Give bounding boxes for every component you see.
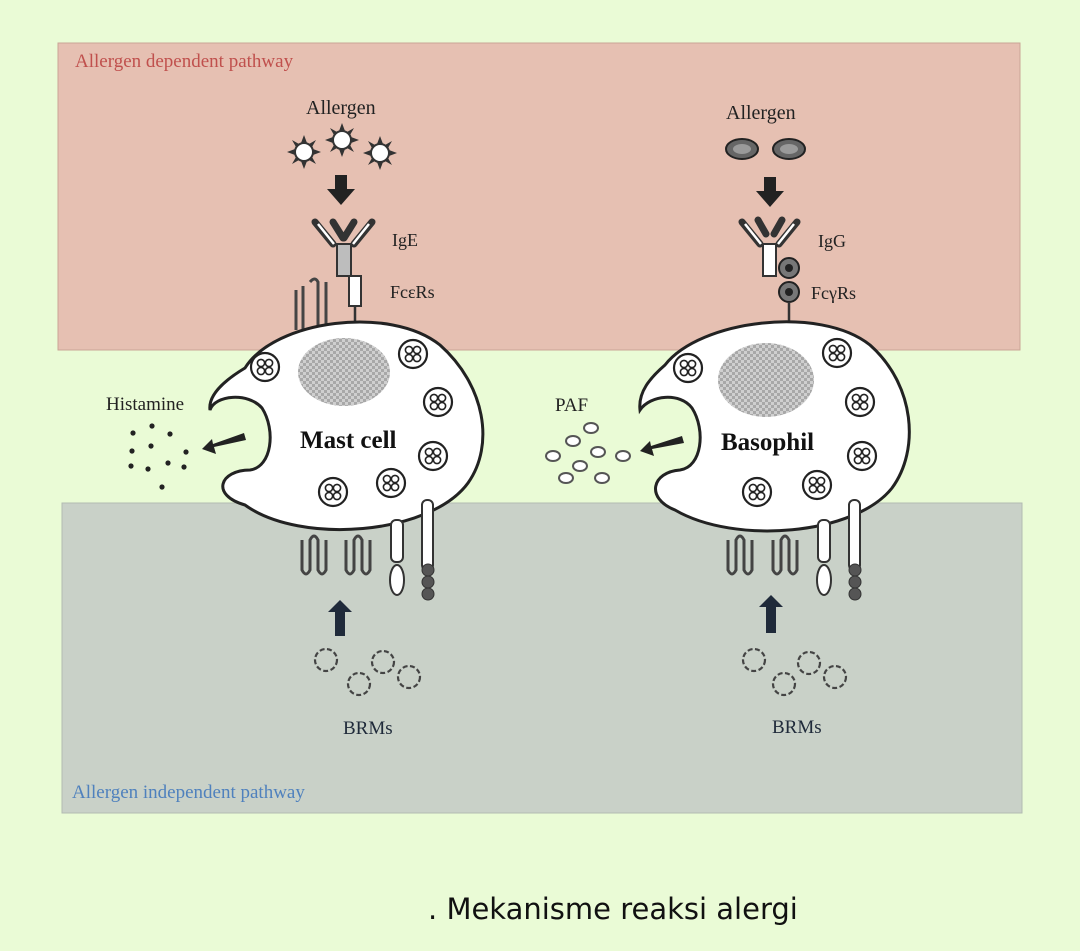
histamine-label: Histamine bbox=[106, 394, 184, 415]
bottom-panel-label: Allergen independent pathway bbox=[72, 782, 305, 803]
basophil-body bbox=[638, 320, 911, 533]
right-up-arrow-icon bbox=[759, 595, 783, 633]
left-up-arrow-icon bbox=[328, 600, 352, 636]
right-down-arrow-icon bbox=[756, 177, 784, 207]
caption-text: Mekanisme reaksi alergi bbox=[446, 892, 798, 926]
mast-cell-label: Mast cell bbox=[300, 427, 397, 454]
igg-allergen-icon bbox=[725, 138, 806, 160]
paf-release-arrow-icon bbox=[640, 436, 684, 456]
caption-bullet: . bbox=[428, 892, 438, 926]
right-allergen-label: Allergen bbox=[726, 102, 796, 124]
left-down-arrow-icon bbox=[327, 175, 355, 205]
left-receptor-label: FcεRs bbox=[390, 282, 435, 302]
histamine-dots-icon bbox=[128, 423, 189, 490]
left-brms-label: BRMs bbox=[343, 718, 393, 739]
allergen-dependent-panel bbox=[57, 42, 1021, 351]
paf-particles-icon bbox=[545, 422, 631, 484]
basophil-nucleus bbox=[718, 343, 814, 417]
right-antibody-label: IgG bbox=[818, 231, 846, 251]
top-panel-label: Allergen dependent pathway bbox=[75, 51, 294, 72]
basophil-label: Basophil bbox=[721, 429, 814, 456]
left-brm-receptors-icon bbox=[300, 499, 435, 601]
right-brms-label: BRMs bbox=[772, 717, 822, 738]
igg-antibody-icon bbox=[738, 216, 801, 277]
paf-label: PAF bbox=[555, 395, 588, 416]
left-antibody-label: IgE bbox=[392, 230, 418, 250]
fcgr-receptor-icon bbox=[778, 257, 800, 330]
ige-antibody-icon bbox=[311, 218, 376, 277]
right-receptor-label: FcγRs bbox=[811, 283, 856, 303]
histamine-release-arrow-icon bbox=[202, 433, 246, 454]
mast-cell-nucleus bbox=[298, 338, 390, 406]
figure-caption: . Mekanisme reaksi alergi bbox=[428, 892, 798, 926]
allergen-independent-panel bbox=[61, 502, 1023, 814]
left-allergen-label: Allergen bbox=[306, 97, 376, 119]
right-brm-receptors-icon bbox=[726, 499, 862, 601]
